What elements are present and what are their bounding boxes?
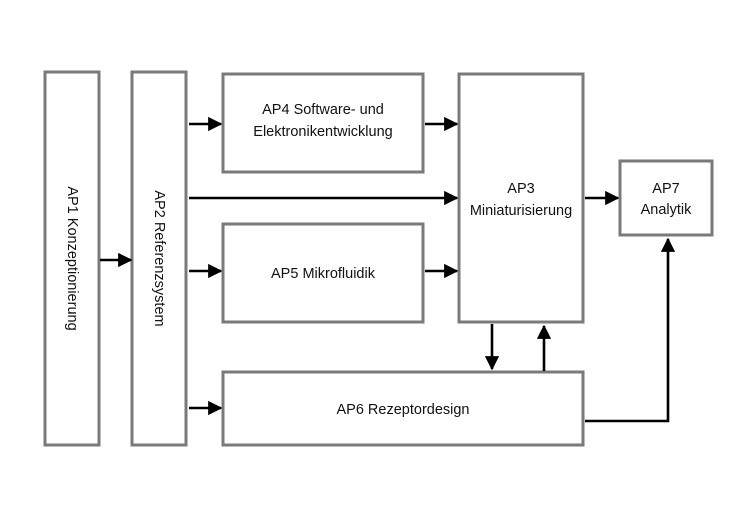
label-ap3-line1: AP3 — [507, 181, 534, 197]
box-ap6: AP6 Rezeptordesign — [221, 370, 585, 447]
box-ap2: AP2 Referenzsystem — [130, 70, 188, 447]
box-ap5: AP5 Mikrofluidik — [221, 222, 425, 324]
label-ap7-line1: AP7 — [652, 181, 679, 197]
box-ap1: AP1 Konzeptionierung — [43, 70, 101, 447]
label-ap3-line2: Miniaturisierung — [470, 203, 572, 219]
label-ap4-line1: AP4 Software- und — [262, 102, 384, 118]
box-ap7: AP7 Analytik — [618, 159, 714, 237]
label-ap5: AP5 Mikrofluidik — [271, 266, 376, 282]
label-ap1: AP1 Konzeptionierung — [64, 186, 80, 330]
box-ap4: AP4 Software- und Elektronikentwicklung — [221, 72, 425, 174]
label-ap4-line2: Elektronikentwicklung — [253, 124, 392, 140]
label-ap7-line2: Analytik — [641, 202, 693, 218]
box-ap3: AP3 Miniaturisierung — [457, 72, 585, 324]
label-ap6: AP6 Rezeptordesign — [337, 402, 470, 418]
label-ap2: AP2 Referenzsystem — [151, 190, 167, 326]
arrow-ap6-to-ap7 — [585, 237, 676, 423]
